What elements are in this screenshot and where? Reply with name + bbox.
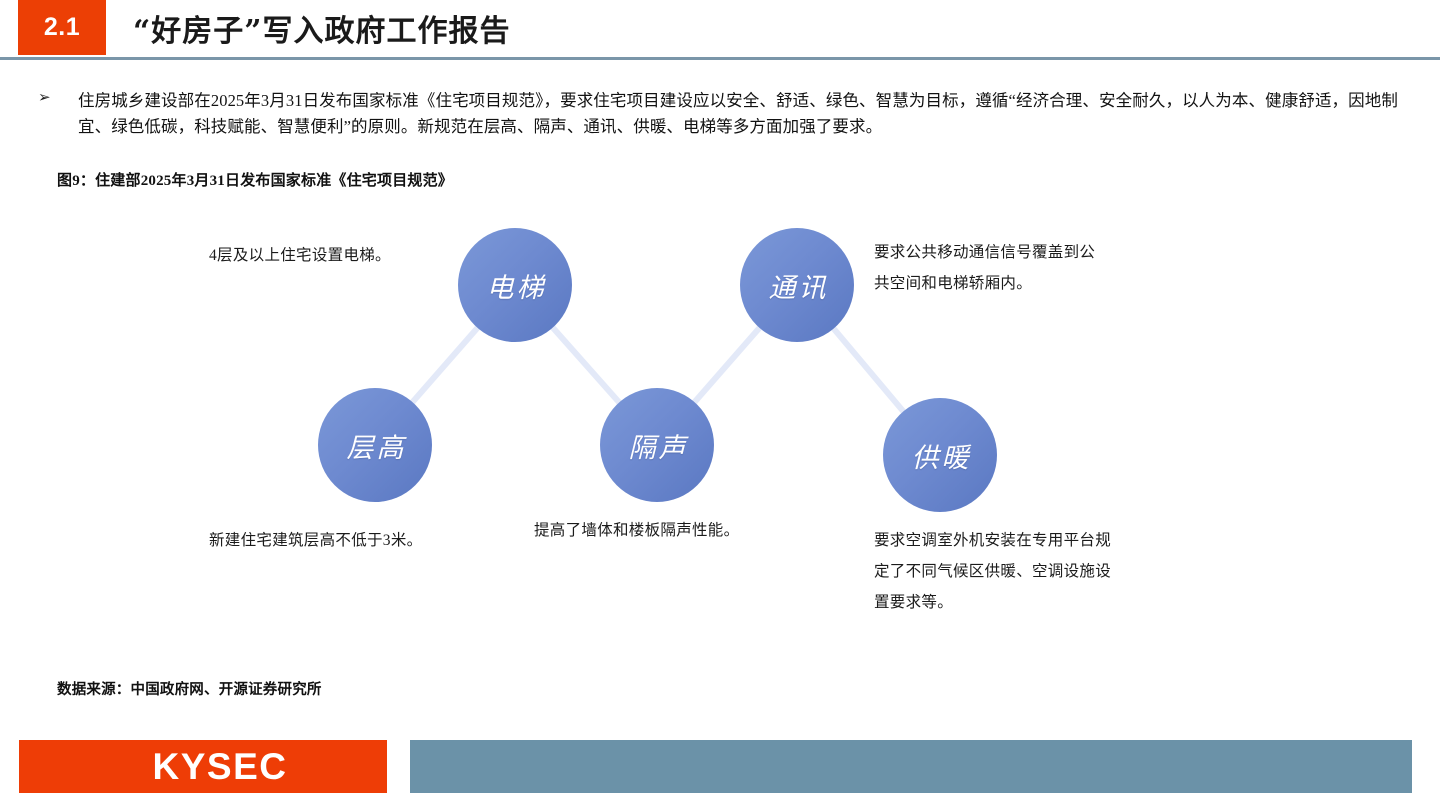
- node-elevator-label: 电梯: [486, 272, 547, 304]
- brand-logo-block: KYSEC: [19, 740, 387, 793]
- section-number-label: 2.1: [43, 13, 81, 41]
- node-sound-insulation-label: 隔声: [628, 432, 689, 464]
- node-floor-height[interactable]: 层高: [318, 388, 432, 502]
- node-elevator[interactable]: 电梯: [458, 228, 572, 342]
- annotation-floor-height: 新建住宅建筑层高不低于3米。: [209, 532, 423, 549]
- annotation-sound-insulation: 提高了墙体和楼板隔声性能。: [534, 522, 740, 539]
- slide-header: 2.1 “好房子”写入政府工作报告: [0, 0, 1440, 60]
- bullet-paragraph-text: 住房城乡建设部在2025年3月31日发布国家标准《住宅项目规范》，要求住宅项目建…: [78, 91, 1398, 136]
- node-heating-label: 供暖: [911, 442, 972, 474]
- page-title: “好房子”写入政府工作报告: [133, 14, 511, 49]
- node-diagram: 电梯 4层及以上住宅设置电梯。 通讯 要求公共移动通信信号覆盖到公共空间和电梯轿…: [0, 195, 1440, 665]
- bullet-paragraph: ➢ 住房城乡建设部在2025年3月31日发布国家标准《住宅项目规范》，要求住宅项…: [38, 88, 1398, 140]
- slide-footer: KYSEC: [0, 740, 1440, 810]
- bullet-arrow-icon: ➢: [38, 90, 51, 106]
- node-telecom[interactable]: 通讯: [740, 228, 854, 342]
- section-number-badge: 2.1: [18, 0, 106, 55]
- node-telecom-label: 通讯: [768, 272, 829, 304]
- annotation-elevator: 4层及以上住宅设置电梯。: [209, 247, 391, 264]
- node-sound-insulation[interactable]: 隔声: [600, 388, 714, 502]
- figure-caption: 图9：住建部2025年3月31日发布国家标准《住宅项目规范》: [57, 173, 454, 189]
- data-source-label: 数据来源：中国政府网、开源证券研究所: [57, 682, 322, 698]
- node-heating[interactable]: 供暖: [883, 398, 997, 512]
- node-floor-height-label: 层高: [346, 432, 407, 464]
- brand-logo-text: KYSEC: [152, 745, 288, 787]
- annotation-telecom: 要求公共移动通信信号覆盖到公共空间和电梯轿厢内。: [874, 244, 1096, 292]
- annotation-heating: 要求空调室外机安装在专用平台规定了不同气候区供暖、空调设施设置要求等。: [874, 532, 1112, 611]
- footer-accent-bar: [410, 740, 1412, 793]
- header-divider: [0, 57, 1440, 60]
